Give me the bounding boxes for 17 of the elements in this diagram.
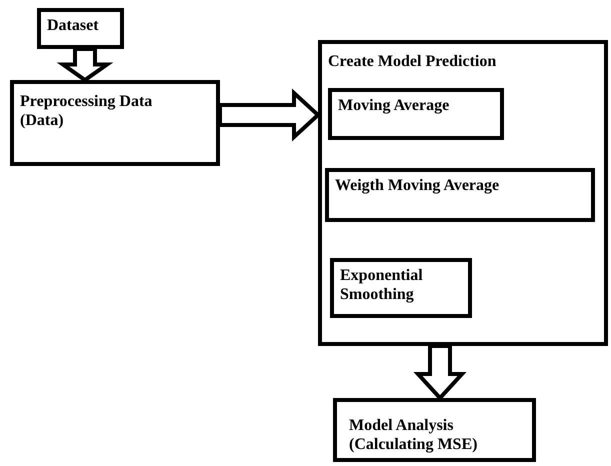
box-label: Model Analysis (Calculating MSE) <box>349 416 478 454</box>
process-box <box>330 258 472 318</box>
block-arrow <box>413 344 467 401</box>
box-label: Create Model Prediction <box>328 52 498 71</box>
process-box <box>10 80 220 166</box>
block-arrow <box>56 47 114 82</box>
process-box <box>328 88 504 140</box>
box-label: Weigth Moving Average <box>335 176 500 195</box>
block-arrow <box>218 88 321 142</box>
process-box <box>325 168 595 222</box>
process-box <box>333 398 536 462</box>
group-box <box>318 40 608 346</box>
process-box <box>37 8 124 49</box>
box-label: Moving Average <box>338 96 450 115</box>
box-label: Dataset <box>47 16 100 35</box>
box-label: Exponential Smoothing <box>340 266 424 304</box>
box-label: Preprocessing Data (Data) <box>20 92 154 130</box>
